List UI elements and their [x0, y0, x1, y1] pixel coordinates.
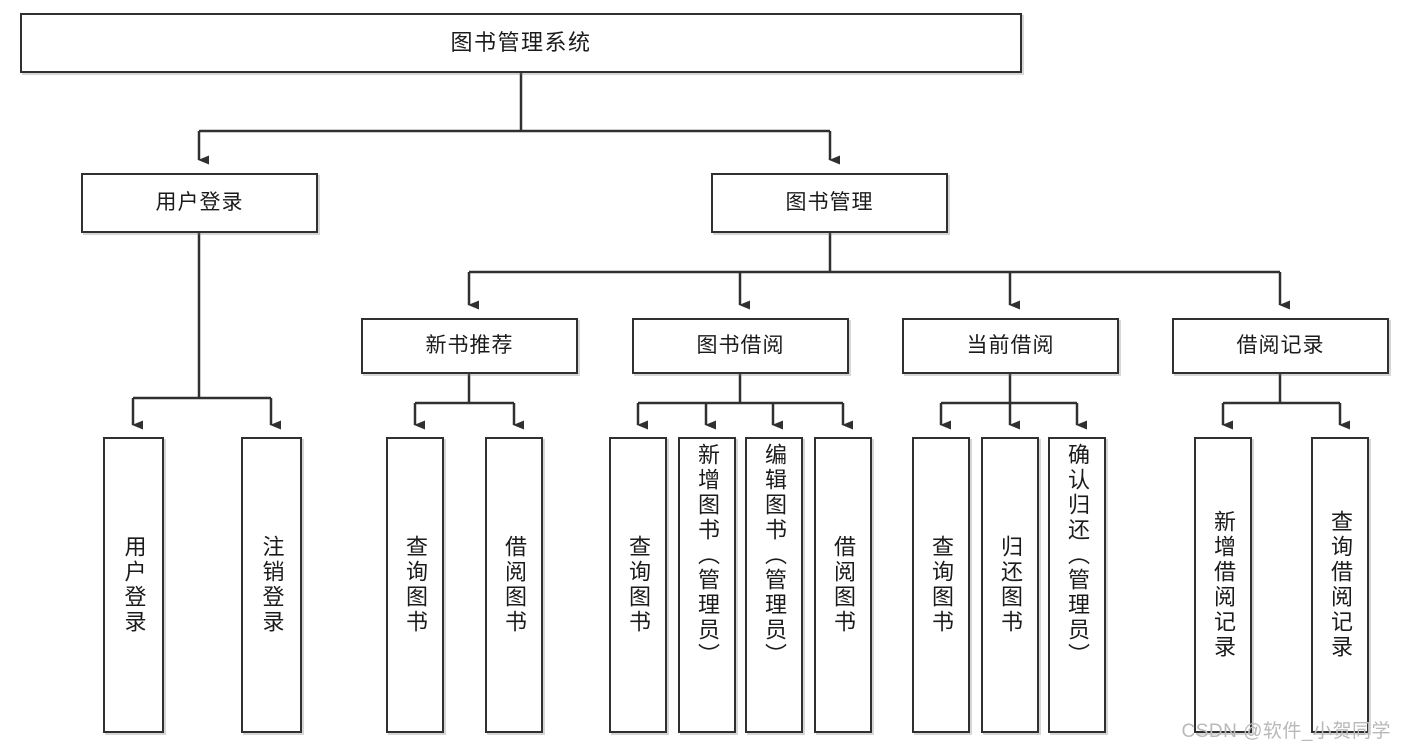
node-label: 归还图书: [998, 535, 1023, 635]
node-label: 编辑图书（管理员）: [762, 443, 787, 668]
node-leaf-borrow-book-2[interactable]: 借阅图书: [814, 437, 872, 733]
node-label: 查询图书: [403, 535, 428, 635]
watermark: CSDN @软件_小贺同学: [1181, 721, 1391, 742]
node-label: 查询借阅记录: [1328, 510, 1353, 660]
node-label: 借阅图书: [831, 535, 856, 635]
node-label: 确认归还（管理员）: [1065, 443, 1090, 668]
node-label: 查询图书: [626, 535, 651, 635]
node-label: 图书管理: [785, 190, 874, 214]
node-leaf-borrow-book-1[interactable]: 借阅图书: [485, 437, 543, 733]
node-label: 新书推荐: [425, 333, 514, 357]
node-label: 注销登录: [259, 535, 285, 635]
node-label: 用户登录: [121, 535, 147, 635]
node-leaf-query-borrow-record[interactable]: 查询借阅记录: [1311, 437, 1369, 733]
node-leaf-logout[interactable]: 注销登录: [241, 437, 302, 733]
node-new-book-recommend[interactable]: 新书推荐: [361, 318, 578, 374]
node-book-borrow[interactable]: 图书借阅: [632, 318, 849, 374]
node-leaf-edit-book-admin[interactable]: 编辑图书（管理员）: [745, 437, 803, 733]
node-leaf-query-book-1[interactable]: 查询图书: [386, 437, 444, 733]
node-leaf-add-borrow-record[interactable]: 新增借阅记录: [1194, 437, 1252, 733]
node-label: 借阅图书: [502, 535, 527, 635]
node-leaf-query-book-2[interactable]: 查询图书: [609, 437, 667, 733]
node-user-login[interactable]: 用户登录: [81, 173, 318, 233]
node-label: 借阅记录: [1236, 333, 1325, 357]
node-label: 新增图书（管理员）: [695, 443, 720, 668]
node-label: 图书管理系统: [450, 30, 592, 56]
node-leaf-add-book-admin[interactable]: 新增图书（管理员）: [678, 437, 736, 733]
node-label: 新增借阅记录: [1211, 510, 1236, 660]
node-leaf-confirm-return-admin[interactable]: 确认归还（管理员）: [1048, 437, 1106, 733]
node-book-manage[interactable]: 图书管理: [711, 173, 948, 233]
node-label: 当前借阅: [966, 333, 1055, 357]
node-leaf-query-book-3[interactable]: 查询图书: [912, 437, 970, 733]
node-current-borrow[interactable]: 当前借阅: [902, 318, 1119, 374]
node-label: 用户登录: [155, 190, 244, 214]
node-root-system[interactable]: 图书管理系统: [20, 13, 1022, 73]
node-borrow-record[interactable]: 借阅记录: [1172, 318, 1389, 374]
node-leaf-return-book[interactable]: 归还图书: [981, 437, 1039, 733]
node-label: 查询图书: [929, 535, 954, 635]
node-leaf-user-login[interactable]: 用户登录: [103, 437, 164, 733]
node-label: 图书借阅: [696, 333, 785, 357]
